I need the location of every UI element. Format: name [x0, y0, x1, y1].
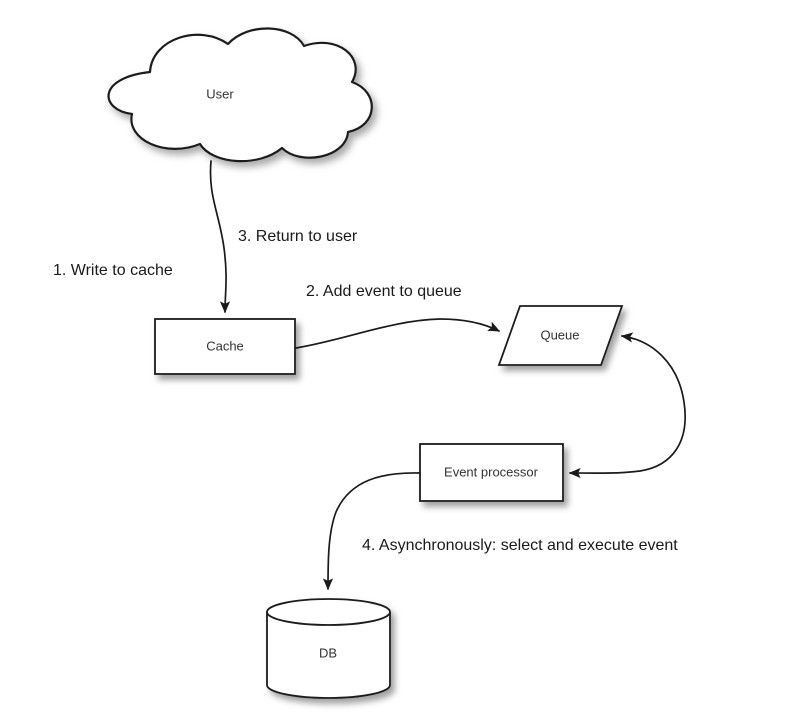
- step-label-3: 3. Return to user: [238, 228, 358, 245]
- step-label-4: 4. Asynchronously: select and execute ev…: [362, 537, 678, 554]
- node-label-queue: Queue: [540, 327, 579, 342]
- node-label-event-processor: Event processor: [444, 464, 539, 479]
- step-label-2: 2. Add event to queue: [306, 283, 462, 300]
- node-label-user: User: [206, 86, 234, 101]
- edge-user-to-cache: [209, 160, 231, 314]
- node-label-cache: Cache: [206, 338, 244, 353]
- node-db[interactable]: DB: [266, 598, 391, 699]
- edge-queue-event-processor: [568, 332, 686, 479]
- node-queue[interactable]: Queue: [497, 305, 624, 366]
- step-label-1: 1. Write to cache: [53, 262, 173, 279]
- node-event-processor[interactable]: Event processor: [419, 443, 564, 502]
- edge-event-processor-to-db: [322, 472, 421, 591]
- node-cache[interactable]: Cache: [154, 318, 296, 375]
- node-user[interactable]: User: [107, 27, 373, 163]
- edge-cache-to-queue: [295, 318, 501, 349]
- node-label-db: DB: [319, 645, 337, 660]
